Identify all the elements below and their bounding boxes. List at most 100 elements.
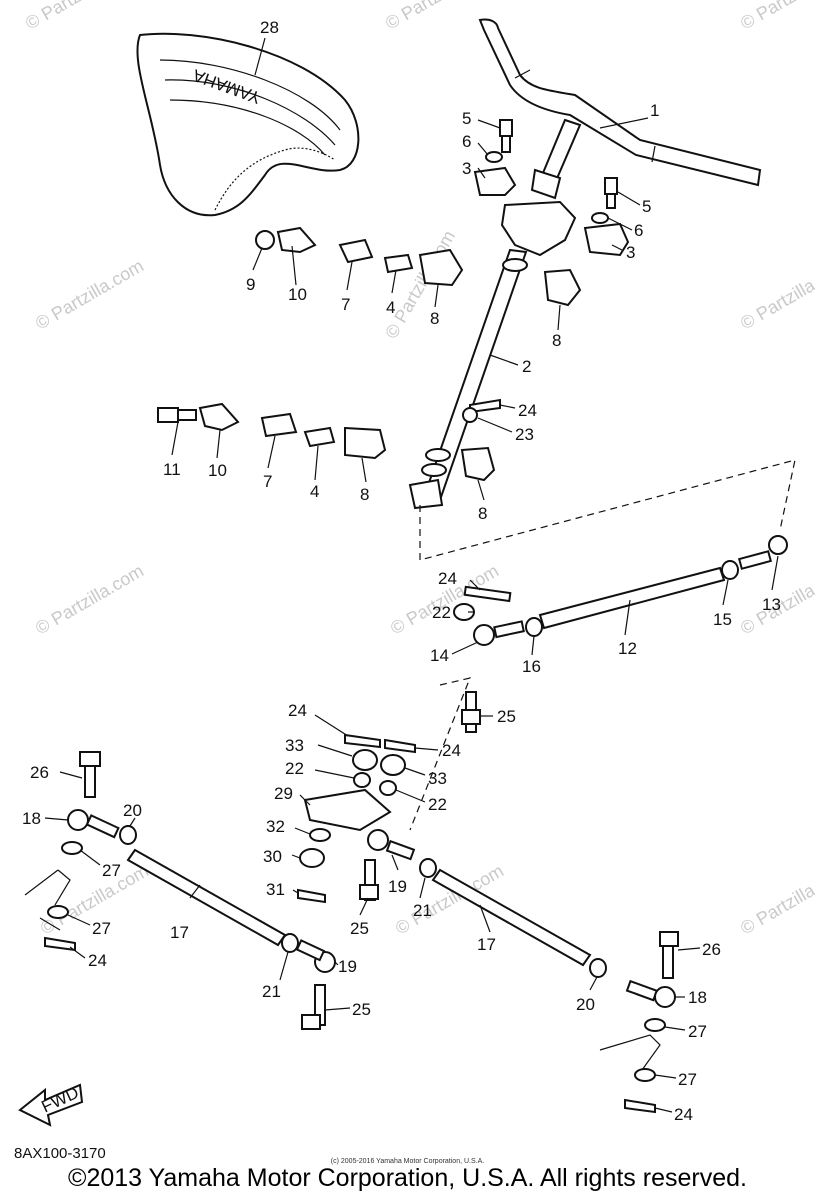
bolt-head — [301, 1014, 321, 1030]
collar — [260, 412, 298, 438]
callout-25: 25 — [497, 707, 516, 726]
tie-rod-lower-left — [126, 848, 287, 947]
copyright-notice: ©2013 Yamaha Motor Corporation, U.S.A. A… — [68, 1164, 747, 1192]
cotter-pin — [297, 888, 326, 904]
tie-rod-end-shaft — [493, 620, 525, 639]
tie-rod-lower-right — [431, 868, 592, 967]
callout-25: 25 — [352, 1000, 371, 1019]
callout-17: 17 — [477, 935, 496, 954]
nut — [255, 230, 275, 250]
washer — [309, 828, 331, 842]
bolt — [604, 177, 618, 195]
seat: YAMAHA — [136, 32, 360, 217]
callout-31: 31 — [266, 880, 285, 899]
column-collar — [421, 463, 447, 477]
callout-30: 30 — [263, 847, 282, 866]
callout-10: 10 — [288, 285, 307, 304]
callout-18: 18 — [688, 988, 707, 1007]
callout-1: 1 — [650, 101, 659, 120]
callout-22: 22 — [285, 759, 304, 778]
collar — [383, 253, 414, 274]
callout-8: 8 — [478, 504, 487, 523]
watermark: © Partzilla.com — [32, 255, 147, 333]
cap — [380, 754, 406, 776]
callout-33: 33 — [428, 769, 447, 788]
knuckle-outline — [599, 1034, 661, 1071]
callout-15: 15 — [713, 610, 732, 629]
callout-6: 6 — [462, 132, 471, 151]
cotter-pin — [463, 585, 512, 603]
callout-24: 24 — [288, 701, 307, 720]
callout-27: 27 — [678, 1070, 697, 1089]
callout-5: 5 — [462, 109, 471, 128]
callout-27: 27 — [688, 1022, 707, 1041]
watermark: © Partzilla.com — [737, 255, 815, 333]
callout-3: 3 — [462, 159, 471, 178]
callout-24: 24 — [88, 951, 107, 970]
bolt-head — [659, 931, 679, 947]
callout-labels: 28 1 5 6 3 5 6 3 9 10 7 4 8 8 2 24 23 11… — [22, 18, 781, 1124]
callout-24: 24 — [442, 741, 461, 760]
callout-13: 13 — [762, 595, 781, 614]
callout-24: 24 — [438, 569, 457, 588]
callout-21: 21 — [413, 901, 432, 920]
fwd-label: FWD — [39, 1083, 82, 1117]
cotter-pin — [344, 733, 381, 749]
nut — [462, 407, 478, 423]
diagram-code: 8AX100-3170 — [14, 1145, 106, 1162]
washer — [61, 841, 83, 855]
assembly-dash-line — [409, 677, 471, 831]
assembly-dash-line — [419, 459, 796, 561]
washer — [634, 1068, 656, 1082]
watermark: © Partzilla.com — [737, 860, 815, 938]
bolt — [177, 409, 197, 421]
collar — [303, 426, 336, 448]
watermark: © Partzilla.com — [382, 0, 497, 33]
nut — [525, 617, 543, 637]
callout-25: 25 — [350, 919, 369, 938]
callout-18: 18 — [22, 809, 41, 828]
callout-3: 3 — [626, 243, 635, 262]
collar — [338, 238, 374, 264]
nut — [119, 825, 137, 845]
washer — [644, 1018, 666, 1032]
callout-5: 5 — [642, 197, 651, 216]
callout-27: 27 — [102, 861, 121, 880]
knuckle-outline — [24, 869, 71, 931]
callout-24: 24 — [674, 1105, 693, 1124]
tie-rod-end — [768, 535, 788, 555]
holder — [460, 446, 496, 482]
tie-rod-end-shaft — [737, 550, 773, 570]
washer — [591, 212, 609, 224]
watermark: © Partzilla.com — [22, 0, 137, 33]
callout-27: 27 — [92, 919, 111, 938]
handlebar-holder-upper — [473, 166, 517, 196]
bolt — [499, 119, 513, 137]
callout-22: 22 — [432, 603, 451, 622]
callout-21: 21 — [262, 982, 281, 1001]
callout-16: 16 — [522, 657, 541, 676]
leader-lines — [44, 37, 779, 1113]
nut — [419, 858, 437, 878]
callout-33: 33 — [285, 736, 304, 755]
bolt-head — [359, 884, 379, 900]
bolt — [501, 135, 511, 153]
tie-rod-end-shaft — [85, 814, 120, 839]
callout-8: 8 — [430, 309, 439, 328]
cotter-pin — [624, 1098, 656, 1114]
fwd-arrow: FWD — [18, 1083, 84, 1127]
callout-26: 26 — [702, 940, 721, 959]
callout-32: 32 — [266, 817, 285, 836]
washer — [485, 151, 503, 163]
callout-9: 9 — [246, 275, 255, 294]
holder — [344, 426, 387, 460]
tie-rod-end — [473, 624, 495, 646]
callout-7: 7 — [341, 295, 350, 314]
callout-4: 4 — [386, 298, 395, 317]
nut — [299, 848, 325, 868]
plate — [198, 402, 240, 432]
callout-19: 19 — [338, 957, 357, 976]
watermark: © Partzilla.com — [32, 560, 147, 638]
callout-6: 6 — [634, 221, 643, 240]
pitman-arm — [303, 788, 392, 832]
